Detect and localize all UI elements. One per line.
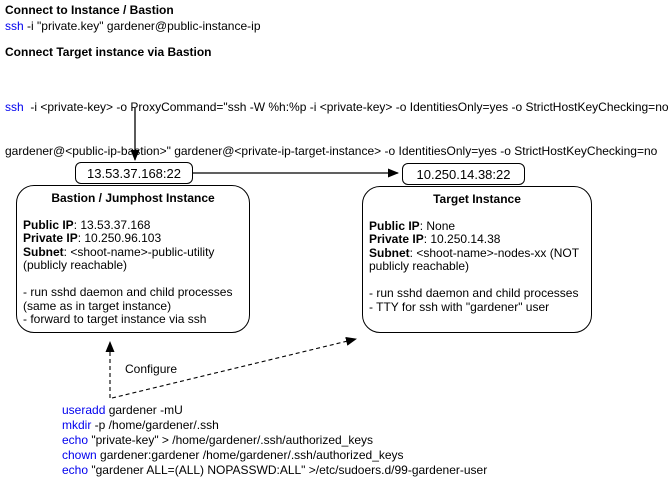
target-endpoint-badge: 10.250.14.38:22 [402,163,525,185]
note-line: (same as in target instance) [23,298,172,313]
configure-label: Configure [125,362,178,376]
command-line: chown gardener:gardener /home/gardener/.… [62,448,487,463]
field-row: Public IP: 13.53.37.168 [23,217,243,233]
command-connect-target-line2: gardener@<public-ip-bastion>" gardener@<… [5,143,658,158]
command-keyword: echo [62,433,89,447]
command-keyword: ssh [5,19,24,33]
field-label: Private IP [369,232,424,246]
field-label: Subnet [369,245,410,260]
note-line: - TTY for ssh with "gardener" user [369,299,550,314]
bastion-node: Bastion / Jumphost Instance Public IP: 1… [16,185,250,333]
note-line: - run sshd daemon and child processes [369,286,579,300]
field-label: Public IP [23,217,74,232]
command-line: echo "gardener ALL=(ALL) NOPASSWD:ALL" >… [62,463,487,478]
command-text: -p /home/gardener/.ssh [91,418,219,432]
bastion-node-title: Bastion / Jumphost Instance [51,191,215,205]
field-row: Subnet: <shoot-name>-nodes-xx (NOT [369,245,585,261]
command-connect-target: ssh -i <private-key> -o ProxyCommand="ss… [5,71,669,187]
bastion-endpoint-badge: 13.53.37.168:22 [75,162,193,184]
configure-commands: useradd gardener -mU mkdir -p /home/gard… [62,403,487,478]
field-label: Private IP [23,231,78,245]
field-value: : 13.53.37.168 [73,217,151,232]
command-connect-target-line1: ssh -i <private-key> -o ProxyCommand="ss… [5,100,669,115]
command-line: mkdir -p /home/gardener/.ssh [62,418,487,433]
field-value: : <shoot-name>-public-utility [63,244,215,259]
target-node-title: Target Instance [433,192,521,206]
command-connect-bastion: ssh -i "private.key" gardener@public-ins… [5,19,261,33]
command-keyword: mkdir [62,418,92,432]
field-row: Public IP: None [369,218,585,234]
field-row: Private IP: 10.250.96.103 [23,231,243,246]
command-keyword: useradd [62,403,106,417]
blank-line [23,273,243,287]
command-text: "private-key" > /home/gardener/.ssh/auth… [88,433,374,447]
section-title-connect-target: Connect Target instance via Bastion [5,45,212,59]
note-line: - run sshd daemon and child processes [23,285,233,299]
field-value: : <shoot-name>-nodes-xx (NOT [409,245,580,260]
command-text: gardener -mU [105,403,183,417]
field-suffix: (publicly reachable) [23,258,128,272]
field-label: Public IP [369,218,420,233]
field-value: : None [419,218,456,233]
command-line: echo "private-key" > /home/gardener/.ssh… [62,433,487,448]
field-value: : 10.250.96.103 [77,231,162,245]
command-text: -i <private-key> -o ProxyCommand="ssh -W… [23,100,669,114]
command-text: gardener:gardener /home/gardener/.ssh/au… [96,448,404,462]
note-line: - forward to target instance via ssh [23,312,207,326]
field-label: Subnet [23,244,64,259]
section-title-connect-bastion: Connect to Instance / Bastion [5,3,174,17]
command-text: -i "private.key" gardener@public-instanc… [23,19,261,33]
target-node: Target Instance Public IP: None Private … [362,186,592,333]
field-suffix: publicly reachable) [369,259,470,273]
command-line: useradd gardener -mU [62,403,487,418]
field-row: Private IP: 10.250.14.38 [369,232,585,247]
blank-line [369,274,585,288]
field-value: : 10.250.14.38 [423,232,501,246]
command-text: "gardener ALL=(ALL) NOPASSWD:ALL" >/etc/… [88,463,488,477]
field-row: Subnet: <shoot-name>-public-utility [23,244,243,260]
command-keyword: chown [62,448,97,462]
command-keyword: ssh [5,100,24,114]
command-keyword: echo [62,463,89,477]
